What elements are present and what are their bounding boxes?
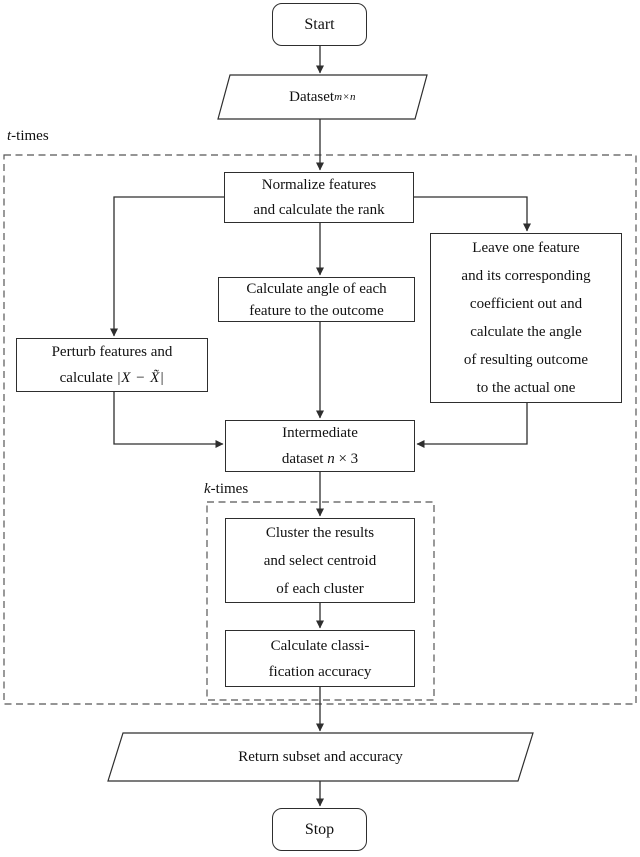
arrow-normalize-to-perturb [110, 196, 224, 337]
classification-line-1: Calculate classi- [270, 637, 370, 654]
k-loop-suffix: -times [210, 481, 249, 497]
intermediate-line-2: dataset n × 3 [282, 446, 358, 472]
node-cluster: Cluster the results and select centroid … [225, 518, 415, 603]
calc-angle-line-1: Calculate angle of each [246, 280, 387, 297]
t-loop-label: t-times [7, 128, 49, 145]
perturb-line-2-formula: |X − X̃| [116, 370, 165, 386]
node-start: Start [272, 3, 367, 46]
leave-one-out-line-4: calculate the angle [470, 324, 582, 340]
return-parallelogram [107, 732, 534, 782]
arrow-leave-one-out-to-intermediate [416, 403, 528, 448]
dataset-subscript: m×n [334, 91, 356, 103]
leave-one-out-line-2: and its corresponding [461, 268, 591, 284]
node-return-label: Return subset and accuracy [238, 748, 403, 765]
calc-angle-line-2: feature to the outcome [249, 302, 384, 319]
k-loop-frame [206, 501, 435, 701]
dataset-text: Dataset [289, 88, 335, 105]
leave-one-out-line-3: coefficient out and [469, 296, 583, 312]
leave-one-out-line-5: of resulting outcome [463, 352, 589, 368]
k-loop-variable: k [204, 481, 211, 497]
normalize-line-2: and calculate the rank [253, 201, 385, 218]
node-leave-one-out: Leave one feature and its corresponding … [430, 233, 622, 403]
intermediate-line-2-text: dataset [281, 451, 328, 467]
start-label: Start [304, 15, 335, 33]
cluster-line-1: Cluster the results [265, 524, 375, 541]
arrow-perturb-to-intermediate [113, 392, 224, 448]
normalize-line-1: Normalize features [261, 176, 377, 193]
intermediate-line-2-suffix: × 3 [334, 451, 359, 467]
node-perturb: Perturb features and calculate |X − X̃| [16, 338, 208, 392]
node-calc-angle: Calculate angle of each feature to the o… [218, 277, 415, 322]
perturb-line-2-text: calculate [59, 370, 117, 386]
intermediate-line-2-variable: n [327, 451, 335, 467]
perturb-line-1: Perturb features and [51, 344, 173, 360]
stop-label: Stop [304, 820, 335, 838]
node-classification: Calculate classi- fication accuracy [225, 630, 415, 687]
arrow-normalize-to-leave-one-out [414, 196, 531, 232]
cluster-line-2: and select centroid [263, 552, 377, 569]
leave-one-out-line-1: Leave one feature [472, 240, 580, 256]
t-loop-suffix: -times [11, 128, 49, 144]
cluster-line-3: of each cluster [276, 580, 364, 597]
node-intermediate: Intermediate dataset n × 3 [225, 420, 415, 472]
t-loop-variable: t [7, 128, 12, 144]
leave-one-out-line-6: to the actual one [476, 380, 576, 396]
k-loop-label: k-times [204, 481, 248, 498]
classification-line-2: fication accuracy [268, 663, 372, 680]
perturb-line-2: calculate |X − X̃| [60, 365, 165, 391]
dataset-parallelogram [217, 74, 428, 120]
intermediate-line-1: Intermediate [282, 425, 358, 441]
node-stop: Stop [272, 808, 367, 851]
node-normalize: Normalize features and calculate the ran… [224, 172, 414, 223]
